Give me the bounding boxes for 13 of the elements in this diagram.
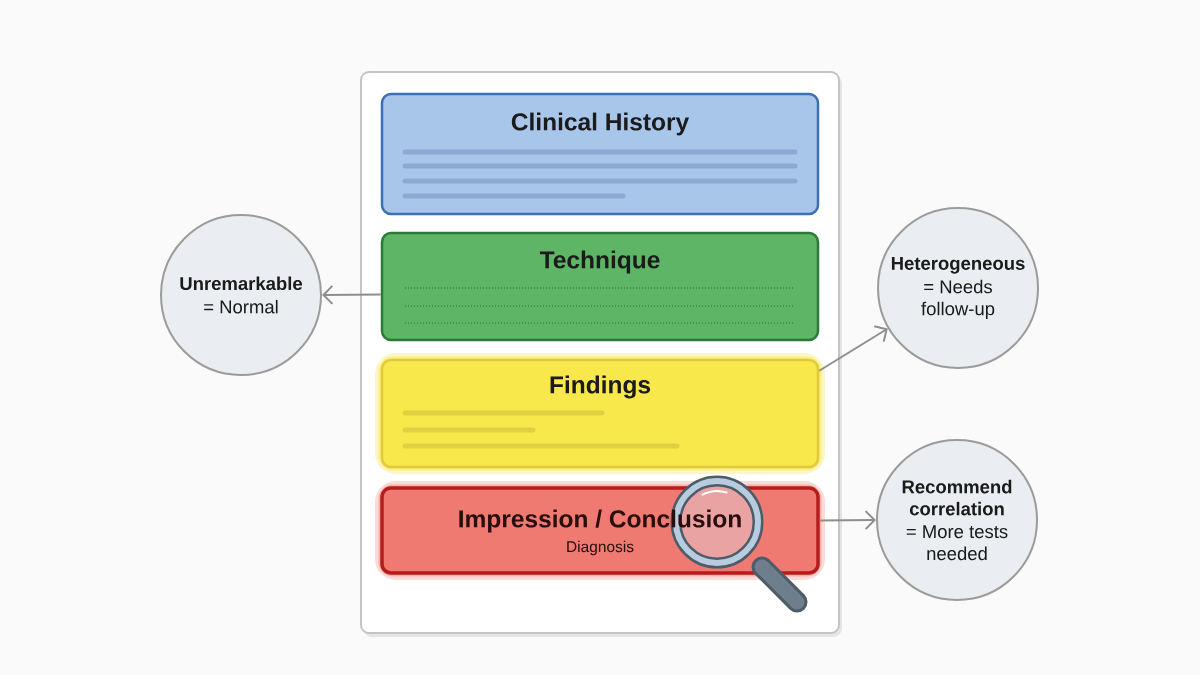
- subtitle: Diagnosis: [567, 540, 634, 556]
- callout-text: = More tests needed: [906, 525, 1008, 561]
- callout-text: = Needs follow-up: [921, 279, 995, 319]
- arrow: [322, 284, 382, 305]
- callout-heading: Recommend correlation: [902, 479, 1012, 516]
- callout-heading: Unremarkable: [180, 276, 303, 291]
- section-title: Technique: [539, 250, 660, 274]
- arrow: [818, 325, 888, 372]
- callout-heading: Heterogeneous: [891, 257, 1025, 274]
- arrow: [818, 510, 876, 531]
- section-title: Clinical History: [511, 112, 690, 136]
- section-title: Findings: [550, 375, 651, 399]
- callout-text: = Normal: [204, 299, 278, 314]
